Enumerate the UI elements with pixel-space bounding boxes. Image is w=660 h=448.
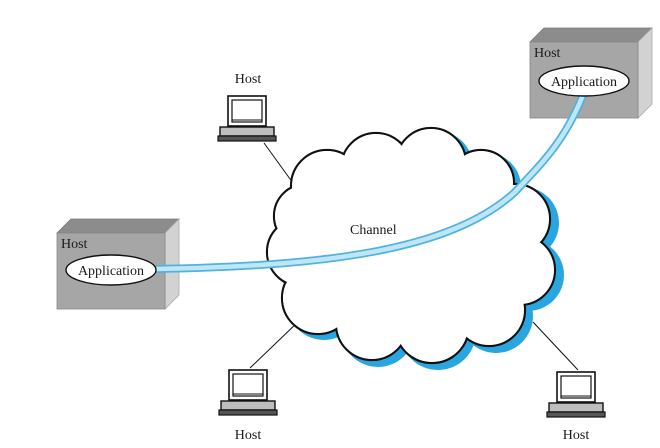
server-host-left-label: Host: [61, 237, 88, 252]
channel-pipe: [152, 91, 587, 273]
cloud: [265, 126, 557, 365]
link-bottom-right-host: [532, 321, 579, 371]
server-host-left: Host: [56, 218, 180, 310]
application-right-label: Application: [551, 75, 617, 90]
server-host-right-label: Host: [534, 46, 561, 61]
laptop-icon: [546, 371, 606, 418]
host-top-left-label: Host: [235, 72, 262, 87]
host-bottom-right-label: Host: [563, 428, 590, 443]
laptop-icon: [218, 369, 278, 416]
application-right: Application: [538, 65, 630, 97]
server-host-right: Host: [529, 27, 653, 119]
host-bottom-right: Host: [546, 371, 606, 443]
channel-label: Channel: [350, 223, 397, 238]
host-top-left: Host: [217, 72, 277, 142]
application-left-label: Application: [78, 264, 144, 279]
host-bottom-left-label: Host: [235, 428, 262, 443]
host-bottom-left: Host: [218, 369, 278, 443]
link-bottom-left-host: [249, 319, 301, 369]
application-left: Application: [65, 254, 157, 286]
laptop-icon: [217, 95, 277, 142]
